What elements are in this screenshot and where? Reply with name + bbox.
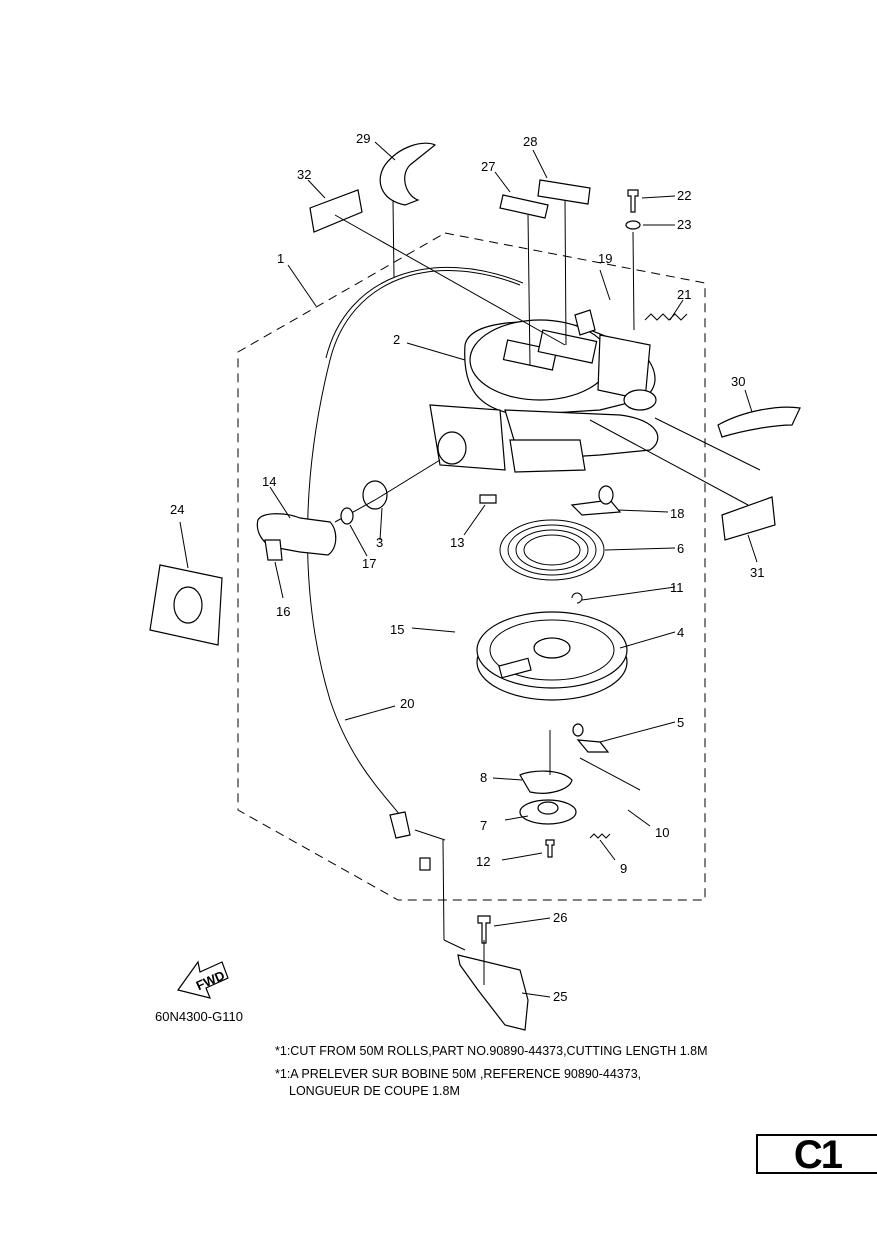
assembly-boundary [237,232,706,901]
lever-18 [570,499,622,516]
spiral-spring [499,519,605,581]
part-label: 10 [655,825,669,840]
part-label: 15 [390,622,404,637]
part-label: 16 [276,604,290,619]
clip-11 [571,592,583,604]
part-label: 11 [670,580,684,595]
part-label: 32 [297,167,311,182]
part-label: 21 [677,287,691,302]
part-label: 13 [450,535,464,550]
note-french-line1: *1:A PRELEVER SUR BOBINE 50M ,REFERENCE … [275,1067,642,1081]
starter-case [429,319,659,473]
note-french-line2: LONGUEUR DE COUPE 1.8M [289,1084,460,1098]
part-label: 18 [670,506,684,521]
cam-19 [574,309,596,336]
label-30 [717,406,801,438]
screw-12 [545,839,555,858]
part-label: 25 [553,989,567,1004]
part-number-labels: 1 2 3 4 5 6 7 8 9 10 11 12 13 14 15 16 1… [170,131,764,1004]
part-label: 9 [620,861,627,876]
starter-handle [256,459,441,561]
part-label: 27 [481,159,495,174]
bolt-22 [627,189,639,213]
part-label: 5 [677,715,684,730]
label-29 [379,142,437,206]
part-label: 2 [393,332,400,347]
part-label: 24 [170,502,184,517]
leader-lines [179,141,761,998]
sheave-drum [476,611,628,701]
part-label: 14 [262,474,276,489]
label-32 [309,189,363,233]
part-label: 31 [750,565,764,580]
part-label: 1 [277,251,284,266]
part-label: 19 [598,251,612,266]
label-27 [499,194,549,219]
fwd-arrow: FWD [176,960,229,999]
part-label: 4 [677,625,684,640]
drive-plate [519,770,573,794]
return-spring [644,313,688,321]
bolt-26 [477,915,491,944]
pawl [576,739,610,753]
washer-23 [625,220,641,230]
part-label: 17 [362,556,376,571]
label-31 [721,496,776,541]
bracket-25 [457,954,529,1031]
pawl-spring [589,833,611,839]
part-label: 29 [356,131,370,146]
part-label: 12 [476,854,490,869]
part-label: 28 [523,134,537,149]
grommet-13 [479,494,497,504]
note-english: *1:CUT FROM 50M ROLLS,PART NO.90890-4437… [275,1044,708,1058]
rewind-cable [307,270,521,816]
part-label: 8 [480,770,487,785]
part-label: 23 [677,217,691,232]
part-label: 3 [376,535,383,550]
page-code: C1 [793,1133,843,1177]
label-28 [537,179,591,205]
part-label: 7 [480,818,487,833]
rubber-block [149,564,223,646]
part-label: 6 [677,541,684,556]
part-label: 26 [553,910,567,925]
page-code-box: C1 [756,1133,877,1177]
part-label: 30 [731,374,745,389]
drawing-code: 60N4300-G110 [155,1009,243,1024]
part-label: 20 [400,696,414,711]
part-label: 22 [677,188,691,203]
cable-end [389,811,411,839]
